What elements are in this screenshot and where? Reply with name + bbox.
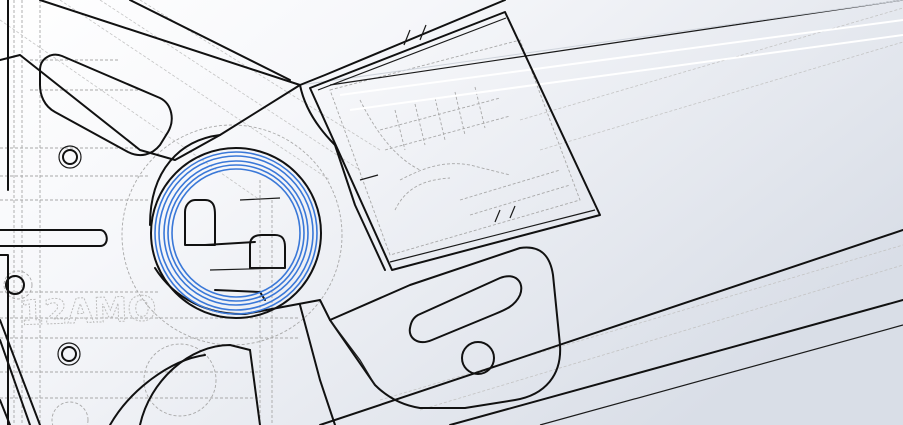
selection-ring-5[interactable] xyxy=(171,168,301,298)
bracket-slot[interactable] xyxy=(408,275,523,344)
small-hole-3[interactable] xyxy=(5,275,25,295)
arm-body-outline[interactable] xyxy=(149,0,506,226)
selection-ring-1[interactable] xyxy=(154,151,318,315)
engraved-text: 12AMO xyxy=(19,289,157,334)
upper-rod[interactable] xyxy=(299,0,903,111)
upper-left-slot[interactable] xyxy=(39,53,173,157)
main-block-outline[interactable] xyxy=(309,11,601,271)
selected-bore[interactable] xyxy=(150,147,322,319)
lower-long-bar[interactable] xyxy=(319,229,903,425)
left-pin[interactable] xyxy=(0,229,108,247)
selection-ring-2[interactable] xyxy=(158,155,314,311)
bracket-hole[interactable] xyxy=(461,341,495,375)
inner-slot-right[interactable] xyxy=(249,234,286,269)
selection-ring-4[interactable] xyxy=(167,164,305,302)
small-hole-1[interactable] xyxy=(62,149,78,165)
selection-ring-3[interactable] xyxy=(163,160,309,306)
upper-left-arm[interactable] xyxy=(39,0,301,86)
lower-left-lobe[interactable] xyxy=(139,344,251,425)
small-hole-2[interactable] xyxy=(61,346,77,362)
